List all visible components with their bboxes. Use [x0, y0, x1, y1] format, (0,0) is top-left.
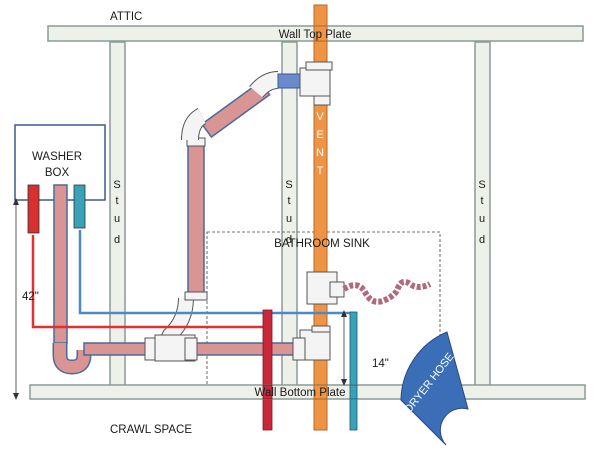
svg-text:V: V [316, 111, 324, 123]
svg-text:t: t [480, 195, 483, 207]
svg-text:t: t [115, 195, 118, 207]
svg-text:S: S [113, 179, 120, 191]
wall-top-plate-label: Wall Top Plate [279, 29, 352, 41]
dimension-14-arrow-bottom [341, 379, 347, 386]
svg-text:S: S [285, 179, 292, 191]
hot-supply-drop [262, 309, 273, 431]
svg-text:u: u [479, 213, 485, 225]
svg-text:t: t [287, 195, 290, 207]
stud-right-label: S t u d [478, 179, 485, 246]
dimension-42-arrow-top [13, 198, 19, 205]
cold-supply-drop [349, 311, 358, 431]
svg-text:u: u [286, 213, 292, 225]
top-tee-fitting [299, 67, 331, 97]
riser-coupling [184, 291, 208, 301]
lower-drain-coupling [292, 337, 306, 361]
svg-text:S: S [478, 179, 485, 191]
crawl-space-label: CRAWL SPACE [110, 424, 192, 436]
stud-middle-label: S t u d [285, 179, 292, 246]
top-tee-cap [305, 61, 333, 71]
svg-text:T: T [317, 165, 324, 177]
sink-trap-pipe [342, 278, 432, 305]
stud-left-label: S t u d [113, 179, 120, 246]
wall-bottom-plate-label: Wall Bottom Plate [255, 387, 346, 399]
trap-coupling-right [184, 337, 198, 361]
riser-pipe [187, 144, 205, 296]
trap-arm [83, 342, 155, 356]
top-branch-pipe [277, 73, 301, 89]
vent-stack-top-overlap [313, 25, 328, 42]
hot-supply-line [31, 235, 268, 329]
hot-drop-bottom-overlap [262, 384, 273, 400]
lower-tee-ring [311, 325, 331, 333]
washer-box-label-1: WASHER [32, 151, 82, 163]
height-14-label: 14" [372, 358, 389, 370]
upper-elbow-upper-fill [249, 72, 279, 98]
horizontal-drain [194, 342, 301, 356]
washer-standpipe [53, 184, 68, 344]
bathroom-sink-label: BATHROOM SINK [274, 238, 370, 250]
sink-tee-branch [329, 281, 345, 298]
vent-label: V E N T [316, 111, 324, 177]
svg-text:d: d [479, 234, 485, 246]
cold-drop-bottom-overlap [349, 384, 358, 400]
upper-elbow-lower-fill [182, 108, 207, 141]
svg-text:d: d [114, 234, 120, 246]
top-tee-bottom-ring [313, 95, 331, 106]
svg-text:N: N [316, 147, 324, 159]
dimension-14-arrow-top [341, 310, 347, 317]
p-trap-fill [54, 343, 90, 374]
dimension-42-arrow-bottom [13, 393, 19, 400]
svg-text:E: E [316, 129, 323, 141]
vent-stack [313, 4, 328, 431]
dryer-hose [400, 331, 469, 446]
attic-label: ATTIC [110, 11, 142, 23]
height-42-label: 42" [22, 291, 39, 303]
hot-supply-riser [27, 184, 40, 234]
svg-text:u: u [114, 213, 120, 225]
vent-stack-bottom-overlap [313, 384, 328, 400]
washer-box-label-2: BOX [45, 167, 70, 179]
svg-text:d: d [286, 234, 292, 246]
cold-supply-riser [73, 184, 86, 229]
